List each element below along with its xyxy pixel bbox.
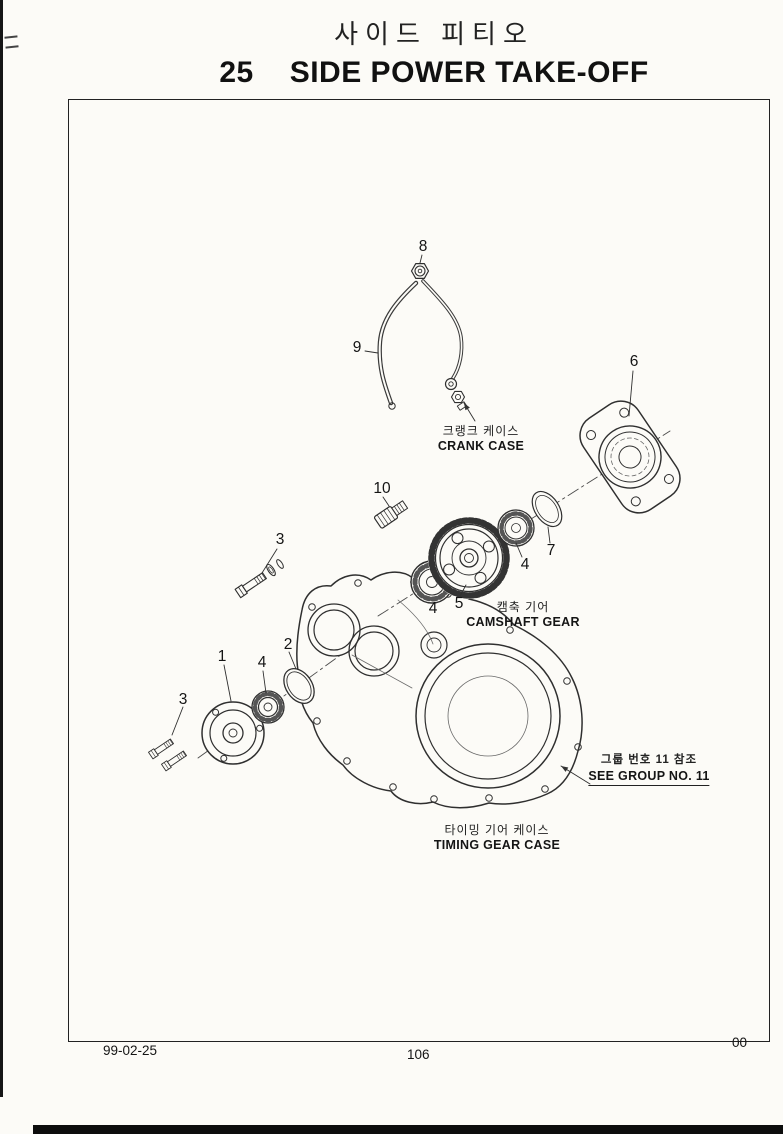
title-english-text: SIDE POWER TAKE-OFF: [289, 56, 649, 89]
camshaft-gear: [428, 517, 510, 599]
title-english: 25 SIDE POWER TAKE-OFF: [95, 56, 773, 90]
plug: [373, 500, 409, 529]
timing-gear-case-outline: [296, 571, 583, 809]
scan-edge-left: [0, 0, 3, 1097]
oil-pipe: [377, 279, 464, 410]
title-korean: 사이드 피티오: [334, 19, 534, 49]
banjo-bolt: [410, 263, 430, 279]
leader-lines: [171, 254, 634, 736]
shim-ring: [531, 490, 563, 528]
diagram-frame: [68, 99, 770, 1042]
o-ring: [283, 668, 315, 704]
footer-page-number: 106: [407, 1047, 430, 1062]
page-header: 사이드 피티오 25 SIDE POWER TAKE-OFF: [95, 14, 773, 90]
bolt-lower-1: [148, 737, 175, 760]
scan-edge-bottom: [33, 1125, 783, 1134]
footer-date: 99-02-25: [103, 1043, 158, 1058]
washer-2: [276, 559, 284, 569]
bolt-lower-2: [161, 749, 188, 772]
footer-revision: 00: [732, 1035, 748, 1050]
bolt-upper: [234, 570, 268, 599]
pipe-fitting: [450, 390, 468, 411]
bearing-lower: [251, 690, 285, 724]
pto-flange: [579, 400, 681, 514]
bearing-right: [497, 509, 535, 547]
cover-plate: [201, 701, 265, 765]
section-number: 25: [219, 56, 254, 89]
